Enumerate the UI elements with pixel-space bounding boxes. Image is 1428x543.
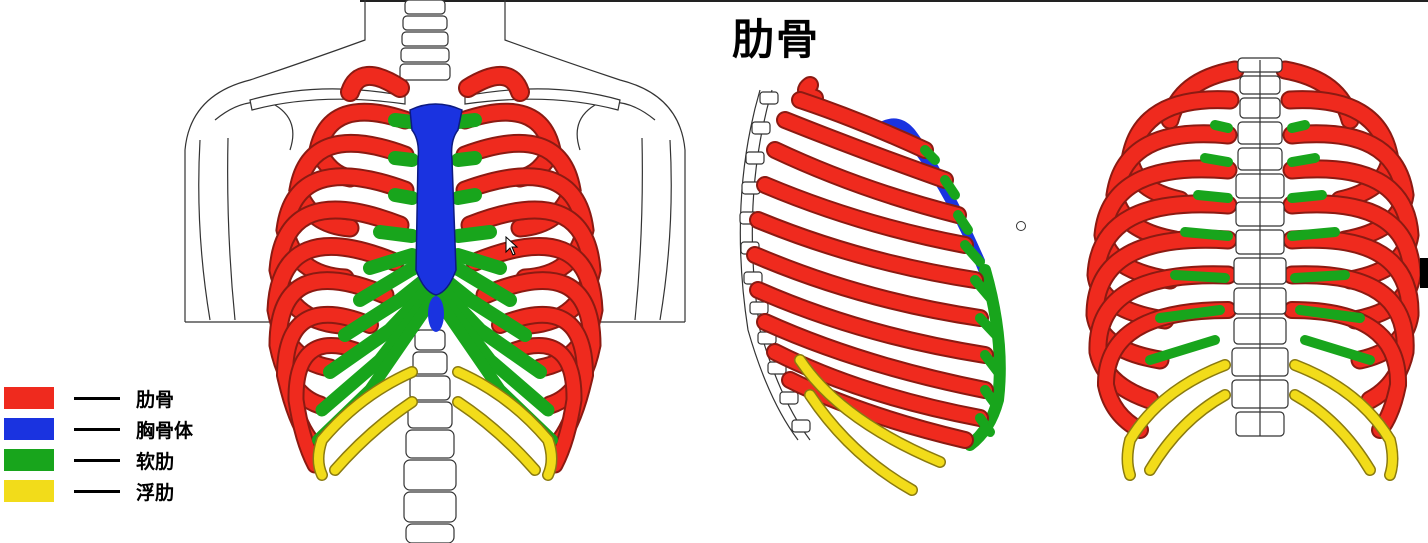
legend-item-rib: 肋骨 xyxy=(4,384,224,415)
legend-dash xyxy=(74,490,120,493)
legend-label: 软肋 xyxy=(136,451,175,473)
legend-item-cartilage: 软肋 xyxy=(4,446,224,477)
floating-rib-swatch xyxy=(4,480,54,502)
floating-ribs-anterior xyxy=(312,366,558,481)
posterior-ribs-left xyxy=(1085,60,1245,439)
top-border xyxy=(360,0,1428,2)
posterior-cartilage xyxy=(1145,120,1375,365)
legend-item-sternum: 胸骨体 xyxy=(4,415,224,446)
sternum xyxy=(409,103,463,296)
ribs-left xyxy=(266,65,415,474)
edge-mark xyxy=(1420,258,1428,288)
lumbar-spine xyxy=(403,329,457,543)
legend: 肋骨 胸骨体 软肋 浮肋 xyxy=(4,384,224,508)
legend-dash xyxy=(74,397,120,400)
legend-label: 浮肋 xyxy=(136,482,175,504)
sternum-swatch xyxy=(4,418,54,440)
page-title: 肋骨 xyxy=(732,15,821,64)
xiphoid-process xyxy=(428,296,444,332)
legend-label: 胸骨体 xyxy=(136,420,194,442)
circle-marker-icon xyxy=(1016,221,1026,231)
lateral-ribs xyxy=(746,76,994,449)
rib-swatch xyxy=(4,387,54,409)
anterior-view xyxy=(184,0,686,543)
lateral-spine xyxy=(739,89,811,441)
legend-dash xyxy=(74,428,120,431)
legend-label: 肋骨 xyxy=(136,389,175,411)
mouse-cursor-icon xyxy=(505,236,519,256)
posterior-floating-ribs xyxy=(1121,359,1399,481)
lateral-cartilage xyxy=(920,145,1003,437)
posterior-spine xyxy=(1231,57,1289,437)
lateral-floating-ribs xyxy=(794,354,946,496)
legend-item-floating-rib: 浮肋 xyxy=(4,477,224,508)
posterior-view xyxy=(1085,57,1422,481)
ribs-right xyxy=(455,65,604,474)
lateral-view xyxy=(739,76,1006,496)
cervical-spine xyxy=(399,0,451,81)
cartilage-swatch xyxy=(4,449,54,471)
legend-dash xyxy=(74,459,120,462)
